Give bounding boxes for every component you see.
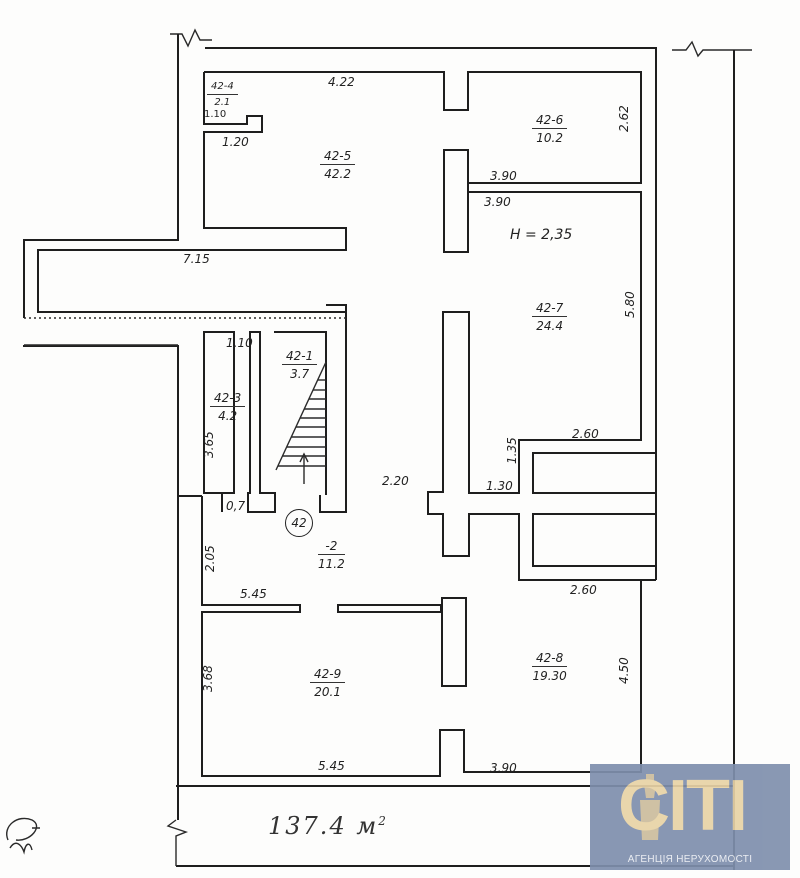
room-label-42-1: 42-1 3.7 <box>282 350 318 381</box>
dimension-4-50: 4.50 <box>617 657 631 684</box>
dimension-3-90-a: 3.90 <box>490 169 517 183</box>
room-label-42-9: 42-9 20.1 <box>310 668 346 699</box>
stair-arrow-icon <box>299 452 309 484</box>
statue-of-liberty-icon <box>640 774 660 840</box>
dimension-2-05: 2.05 <box>203 545 217 572</box>
dimension-3-90-c: 3.90 <box>490 761 517 775</box>
total-area-unit: м <box>356 812 379 840</box>
ceiling-height-label: H = 2,35 <box>510 227 573 243</box>
dimension-5-45-a: 5.45 <box>240 587 267 601</box>
room-label-42-7: 42-7 24.4 <box>532 302 568 333</box>
room-id: 42-1 <box>282 350 318 365</box>
room-area: 11.2 <box>318 557 345 571</box>
dimension-3-65: 3.65 <box>202 431 216 458</box>
total-area-unit-sup: 2 <box>378 814 388 828</box>
room-area: 4.2 <box>218 409 238 423</box>
dimension-1-10-top: 1.10 <box>204 109 227 120</box>
stair-diagonal <box>275 361 327 471</box>
break-mark-top-left <box>170 28 212 48</box>
room-area: 2.1 <box>214 97 231 108</box>
room-id: 42-7 <box>532 302 568 317</box>
dimension-5-45-b: 5.45 <box>318 759 345 773</box>
watermark-tagline: АГЕНЦІЯ НЕРУХОМОСТІ <box>627 854 753 865</box>
dimension-4-22: 4.22 <box>328 75 355 89</box>
break-mark-bottom <box>166 819 189 866</box>
dimension-3-68: 3.68 <box>201 665 215 692</box>
dimension-2-62: 2.62 <box>617 105 631 132</box>
room-area: 24.4 <box>536 319 563 333</box>
outer-walls <box>23 28 752 870</box>
dimension-5-80: 5.80 <box>623 291 637 318</box>
room-area: 10.2 <box>536 131 563 145</box>
room-id: 42-4 <box>207 82 238 95</box>
room-area: 20.1 <box>314 685 341 699</box>
room-id: 42-3 <box>210 392 246 407</box>
building-number-badge: 42 <box>285 509 313 537</box>
staircase-treads <box>278 379 326 467</box>
dimension-7-15: 7.15 <box>183 252 210 266</box>
room-id: 42-5 <box>320 150 356 165</box>
total-area-value: 137.4 <box>268 812 347 840</box>
total-area-label: 137.4 м2 <box>268 812 388 840</box>
dimension-0-7: 0,7 <box>226 499 246 513</box>
room-label-42-4: 42-4 2.1 <box>207 82 238 108</box>
room-label-42-3: 42-3 4.2 <box>210 392 246 423</box>
room-area: 3.7 <box>290 367 310 381</box>
room-area: 42.2 <box>324 167 351 181</box>
dimension-1-30: 1.30 <box>486 479 513 493</box>
room-id: -2 <box>318 540 345 555</box>
room-id: 42-9 <box>310 668 346 683</box>
room-label-42-6: 42-6 10.2 <box>532 114 568 145</box>
room-label-42-8: 42-8 19.30 <box>532 652 568 683</box>
room-area: 19.30 <box>532 669 567 683</box>
dimension-1-20: 1.20 <box>222 135 249 149</box>
room-id: 42-6 <box>532 114 568 129</box>
watermark-brand: CITI <box>618 766 748 846</box>
dimension-3-90-b: 3.90 <box>484 195 511 209</box>
dimension-1-10-mid: 1.10 <box>226 336 253 350</box>
citi-watermark-logo: CITI АГЕНЦІЯ НЕРУХОМОСТІ <box>590 764 790 870</box>
room-label-42-5: 42-5 42.2 <box>320 150 356 181</box>
room-label-42-2: -2 11.2 <box>318 540 345 570</box>
dimension-2-60-a: 2.60 <box>572 427 599 441</box>
dimension-1-35: 1.35 <box>505 437 519 464</box>
dimension-2-20: 2.20 <box>382 474 409 488</box>
room-id: 42-8 <box>532 652 568 667</box>
dimension-2-60-b: 2.60 <box>570 583 597 597</box>
break-mark-top-right <box>672 40 752 58</box>
signature-icon <box>6 817 40 855</box>
